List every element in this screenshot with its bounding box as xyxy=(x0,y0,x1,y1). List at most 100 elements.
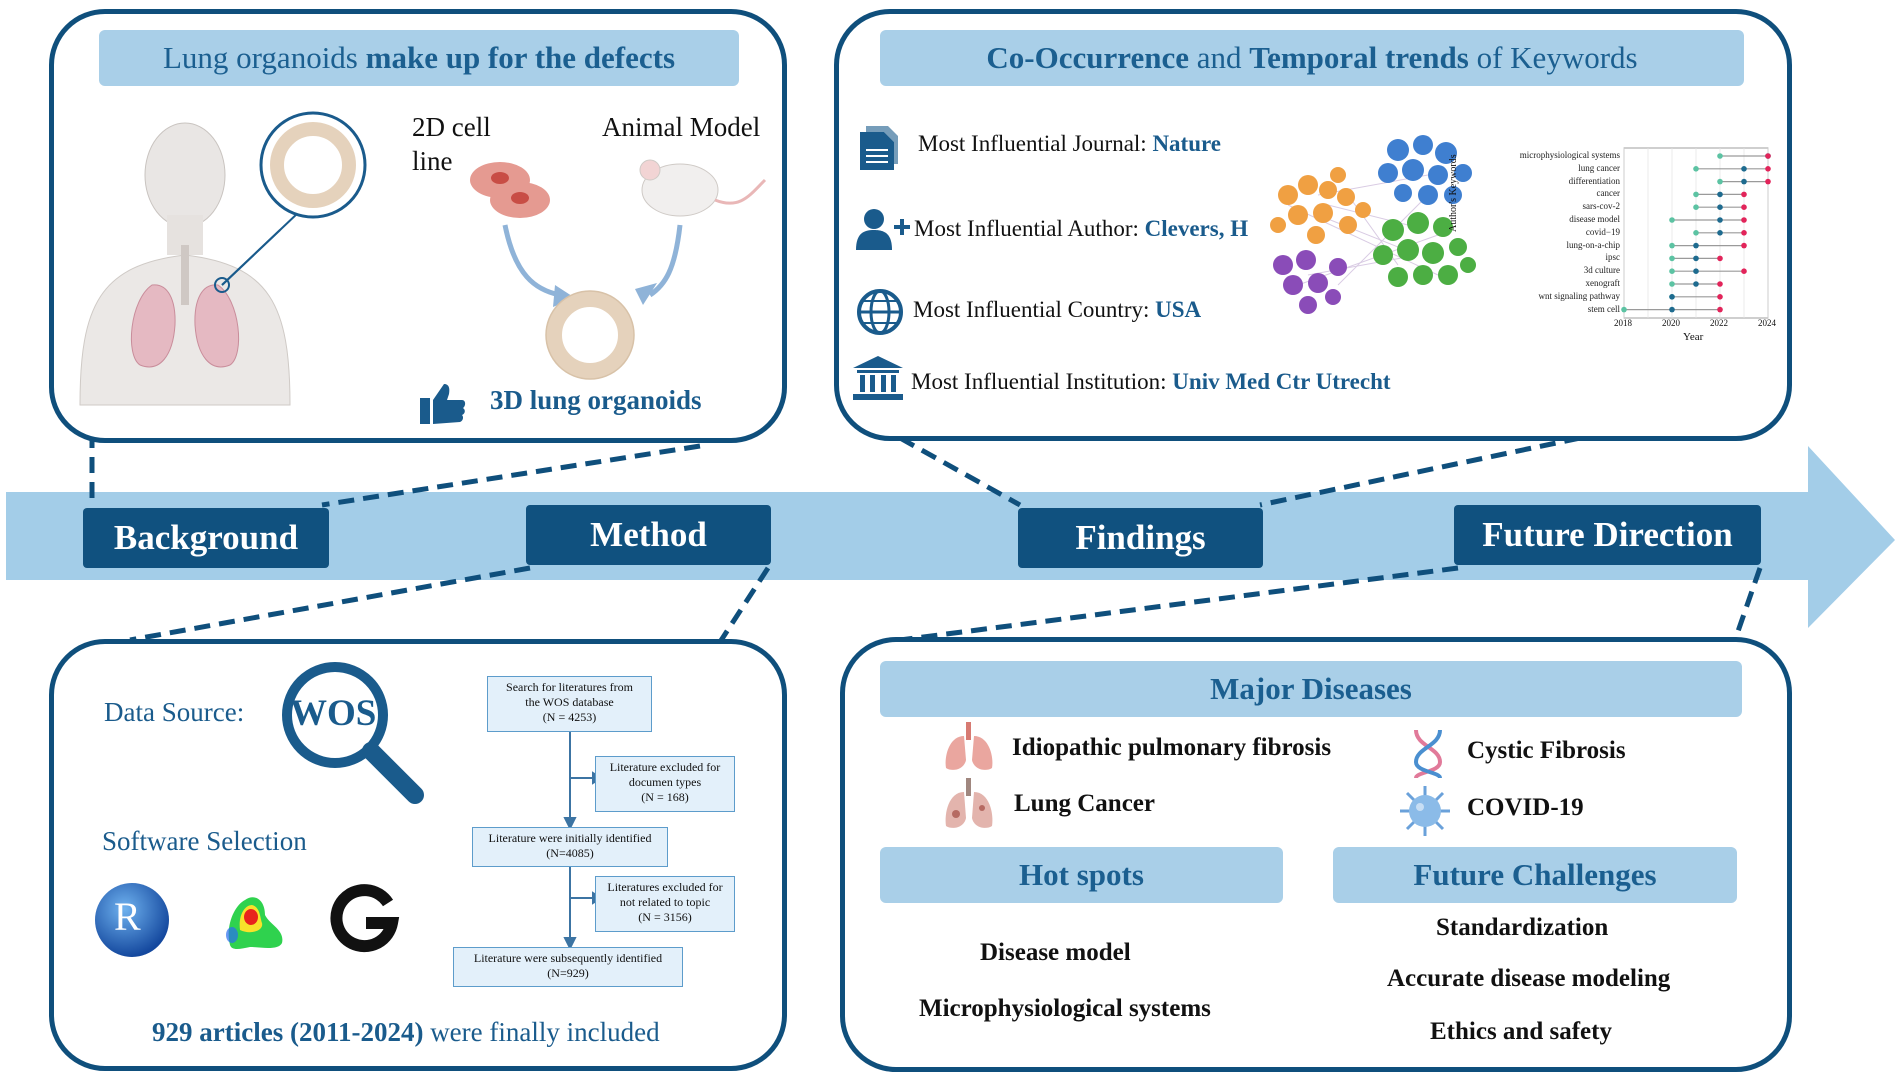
flow-box-excluded-topic-line-2: not related to topic xyxy=(619,895,711,909)
flow-box-search-line-3: (N = 4253) xyxy=(542,710,597,724)
trend-point-mid xyxy=(1717,230,1723,236)
trend-chart xyxy=(1621,147,1771,319)
lung-icon xyxy=(945,722,993,770)
trend-point-start xyxy=(1717,153,1723,159)
method-conclusion-plain: were finally included xyxy=(423,1017,660,1047)
wos-label: WOS xyxy=(290,693,377,734)
trend-point-end xyxy=(1765,153,1771,159)
challenge-standardization: Standardization xyxy=(1436,914,1609,941)
trend-point-mid xyxy=(1717,191,1723,198)
globe-icon xyxy=(857,289,903,335)
trend-point-start xyxy=(1693,204,1699,210)
trend-point-start xyxy=(1693,191,1699,198)
trend-point-end xyxy=(1741,230,1747,236)
finding-institution-value: Univ Med Ctr Utrecht xyxy=(1172,369,1391,394)
cell-line-label: 2D cell line xyxy=(412,110,491,178)
finding-country: Most Influential Country: USA xyxy=(913,297,1201,323)
cell-line-label-1: 2D cell xyxy=(412,112,491,142)
document-icon xyxy=(860,126,898,170)
finding-author-value: Clevers, H xyxy=(1144,216,1249,241)
trend-point-start xyxy=(1669,255,1675,262)
trend-keyword-label: lung cancer xyxy=(1578,162,1620,173)
trend-point-start xyxy=(1669,217,1675,223)
findings-title: Co-Occurrence and Temporal trends of Key… xyxy=(880,30,1744,86)
challenge-ethics-safety: Ethics and safety xyxy=(1430,1018,1612,1045)
trend-point-start xyxy=(1621,306,1627,313)
google-icon xyxy=(330,884,400,953)
trend-point-mid xyxy=(1741,166,1747,172)
hot-spots-title: Hot spots xyxy=(880,847,1283,903)
background-title: Lung organoids make up for the defects xyxy=(99,30,739,86)
trend-point-mid xyxy=(1693,242,1699,249)
thumbs-up-icon xyxy=(420,384,466,424)
trend-xtick-label: 2022 xyxy=(1710,318,1728,328)
finding-author: Most Influential Author: Clevers, H xyxy=(914,216,1248,242)
flow-box-search-line-2: the WOS database xyxy=(525,695,614,709)
finding-country-label: Most Influential Country: xyxy=(913,297,1156,322)
flow-box-search: Search for literatures from the WOS data… xyxy=(487,676,652,732)
heatmap-software-icon xyxy=(226,897,283,949)
mouse-icon xyxy=(639,159,767,217)
finding-institution: Most Influential Institution: Univ Med C… xyxy=(911,369,1391,395)
cell-icon xyxy=(470,162,550,218)
trend-point-end xyxy=(1765,166,1771,172)
findings-title-plain-2: of Keywords xyxy=(1468,40,1638,75)
stage-background-label: Background xyxy=(113,518,299,557)
disease-lung-cancer: Lung Cancer xyxy=(1014,790,1155,817)
stage-method-label: Method xyxy=(590,515,707,554)
stage-future-direction-label: Future Direction xyxy=(1482,515,1733,554)
stage-future-direction: Future Direction xyxy=(1454,505,1761,565)
r-logo-icon xyxy=(95,883,169,957)
finding-journal-label: Most Influential Journal: xyxy=(918,131,1153,156)
trend-point-mid xyxy=(1669,294,1675,300)
trend-keyword-label: disease model xyxy=(1569,214,1620,224)
findings-title-bold-1: Co-Occurrence xyxy=(986,40,1189,75)
flow-box-excluded-types-line-3: (N = 168) xyxy=(641,790,689,804)
flow-box-excluded-types-line-2: documen types xyxy=(628,775,702,789)
trend-point-start xyxy=(1669,281,1675,287)
trend-point-mid xyxy=(1717,204,1723,210)
trend-point-mid xyxy=(1717,217,1723,223)
trend-keyword-label: stem cell xyxy=(1587,303,1620,314)
cell-line-label-2: line xyxy=(412,146,453,176)
flow-box-excluded-types: Literature excluded for documen types (N… xyxy=(595,756,735,812)
trend-keyword-label: differentiation xyxy=(1568,175,1620,186)
background-title-plain: Lung organoids xyxy=(162,40,366,75)
finding-journal: Most Influential Journal: Nature xyxy=(918,131,1221,157)
trend-point-mid xyxy=(1693,255,1699,262)
data-source-label: Data Source: xyxy=(104,697,245,727)
trend-point-end xyxy=(1741,204,1747,210)
network-cluster-purple xyxy=(1273,250,1347,314)
trend-point-start xyxy=(1693,166,1699,172)
method-conclusion: 929 articles (2011-2024) were finally in… xyxy=(152,1017,660,1048)
trend-keyword-label: sars-cov-2 xyxy=(1582,201,1621,212)
co-occurrence-network xyxy=(1270,135,1476,314)
finding-author-label: Most Influential Author: xyxy=(914,216,1145,241)
trend-chart-xlabel: Year xyxy=(1683,331,1704,343)
trend-point-start xyxy=(1669,242,1675,249)
flow-box-subsequently-identified-line-2: (N=929) xyxy=(547,966,589,980)
trend-point-mid xyxy=(1741,178,1747,185)
findings-title-plain-1: and xyxy=(1188,40,1250,75)
trend-point-mid xyxy=(1693,281,1699,287)
trend-chart-ylabel: Author's Keywords xyxy=(1448,154,1459,232)
institution-icon xyxy=(853,356,903,400)
trend-point-start xyxy=(1669,268,1675,274)
challenge-accurate-modeling: Accurate disease modeling xyxy=(1387,965,1671,992)
trend-point-end xyxy=(1741,191,1747,198)
finding-institution-label: Most Influential Institution: xyxy=(911,369,1173,394)
flow-box-excluded-topic: Literatures excluded for not related to … xyxy=(595,876,735,932)
finding-journal-value: Nature xyxy=(1152,131,1221,156)
virus-icon xyxy=(1400,786,1450,836)
trend-keyword-label: wnt signaling pathway xyxy=(1538,290,1621,301)
trend-point-end xyxy=(1717,294,1723,300)
flow-box-initially-identified-line-1: Literature were initially identified xyxy=(488,831,652,845)
hotspot-disease-model: Disease model xyxy=(980,939,1131,966)
trend-point-start xyxy=(1693,230,1699,236)
flow-box-subsequently-identified-line-1: Literature were subsequently identified xyxy=(473,951,663,965)
trend-keyword-label: covid−19 xyxy=(1585,226,1620,237)
trend-point-end xyxy=(1741,268,1747,274)
stage-background: Background xyxy=(83,508,329,568)
flow-box-excluded-types-line-1: Literature excluded for xyxy=(609,760,721,774)
